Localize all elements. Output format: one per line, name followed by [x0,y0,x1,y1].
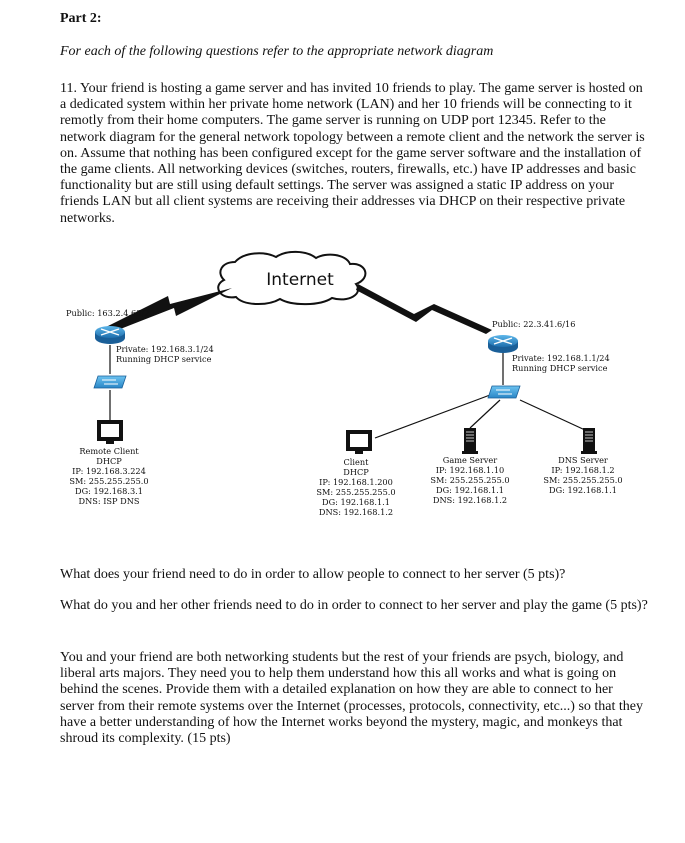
right-public-ip: Public: 22.3.41.6/16 [492,319,575,329]
client-info: Client DHCP IP: 192.168.1.200 SM: 255.25… [316,457,395,517]
svg-text:DG: 192.168.1.1: DG: 192.168.1.1 [436,485,504,495]
left-public-ip: Public: 163.2.4.63/20 [66,308,155,318]
right-dhcp-note: Running DHCP service [512,363,608,373]
lightning-link-icon [96,288,232,337]
left-private-ip: Private: 192.168.3.1/24 [116,344,214,354]
svg-text:IP: 192.168.1.2: IP: 192.168.1.2 [551,465,614,475]
left-dhcp-note: Running DHCP service [116,354,212,364]
router-icon [95,326,125,344]
svg-text:Remote Client: Remote Client [79,446,139,456]
monitor-icon [97,420,123,444]
svg-text:DNS: ISP DNS: DNS: ISP DNS [79,496,140,506]
svg-text:Game Server: Game Server [443,455,497,465]
svg-text:DG: 192.168.1.1: DG: 192.168.1.1 [549,485,617,495]
network-links [109,345,586,439]
router-icon [488,335,518,353]
svg-text:DNS: 192.168.1.2: DNS: 192.168.1.2 [433,495,507,505]
question-c-text: You and your friend are both networking … [60,650,644,747]
instructions: For each of the following questions refe… [60,44,494,59]
svg-text:DNS: 192.168.1.2: DNS: 192.168.1.2 [319,507,393,517]
question-11-text: 11. Your friend is hosting a game server… [60,81,645,226]
svg-text:DG: 192.168.3.1: DG: 192.168.3.1 [75,486,143,496]
remote-client-info: Remote Client DHCP IP: 192.168.3.224 SM:… [69,446,148,506]
svg-text:DHCP: DHCP [96,456,122,466]
lightning-link-icon [356,284,492,334]
game-server-info: Game Server IP: 192.168.1.10 SM: 255.255… [430,455,509,505]
svg-text:SM: 255.255.255.0: SM: 255.255.255.0 [316,487,395,497]
svg-text:Client: Client [344,457,370,467]
switch-icon [487,385,521,399]
svg-text:DHCP: DHCP [343,467,369,477]
question-a-text: What does your friend need to do in orde… [60,567,566,582]
monitor-icon [346,430,372,454]
svg-text:DNS Server: DNS Server [558,455,608,465]
dns-server-info: DNS Server IP: 192.168.1.2 SM: 255.255.2… [543,455,622,495]
question-b-text: What do you and her other friends need t… [60,598,648,613]
svg-text:IP: 192.168.1.10: IP: 192.168.1.10 [436,465,505,475]
part-heading: Part 2: [60,11,102,26]
switch-icon [93,375,127,389]
svg-text:SM: 255.255.255.0: SM: 255.255.255.0 [543,475,622,485]
svg-text:SM: 255.255.255.0: SM: 255.255.255.0 [430,475,509,485]
svg-text:IP: 192.168.3.224: IP: 192.168.3.224 [72,466,146,476]
svg-text:SM: 255.255.255.0: SM: 255.255.255.0 [69,476,148,486]
server-tower-icon [462,428,478,454]
server-tower-icon [581,428,597,454]
svg-text:IP: 192.168.1.200: IP: 192.168.1.200 [319,477,393,487]
network-diagram: Internet [66,250,623,517]
right-private-ip: Private: 192.168.1.1/24 [512,353,610,363]
cloud-icon: Internet [217,250,367,306]
svg-text:DG: 192.168.1.1: DG: 192.168.1.1 [322,497,390,507]
cloud-label: Internet [266,270,334,290]
